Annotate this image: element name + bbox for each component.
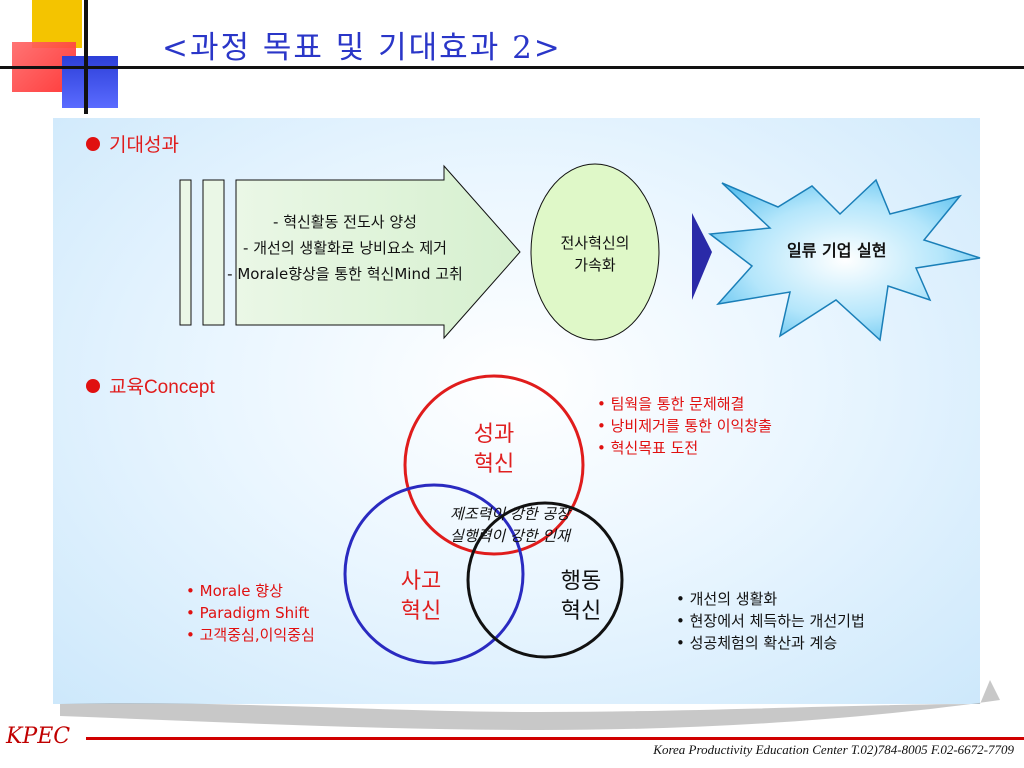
bullet-dot-icon xyxy=(86,136,100,151)
venn-label-line: 혁신 xyxy=(400,599,442,624)
footer-line xyxy=(86,737,1024,740)
core-line-2: 실행력이 강한 인재 xyxy=(450,527,570,545)
venn-label-thinking: 사고 혁신 xyxy=(381,567,461,627)
block-arrow xyxy=(235,164,521,340)
section-heading: 교육Concept xyxy=(109,377,215,398)
logo-yellow-square xyxy=(32,0,82,48)
venn-label-line: 성과 xyxy=(473,422,515,447)
acceleration-oval xyxy=(530,163,660,341)
venn-label-line: 사고 xyxy=(400,569,442,594)
arrow-line-3: - Morale향상을 통한 혁신Mind 고취 xyxy=(227,265,463,283)
arrow-stripe-1 xyxy=(179,179,192,326)
venn-label-line: 혁신 xyxy=(473,452,515,477)
list-item: 낭비제거를 통한 이익창출 xyxy=(597,415,772,437)
list-item: 혁신목표 도전 xyxy=(597,437,772,459)
slide-title: <과정 목표 및 기대효과 2> xyxy=(162,30,562,66)
logo-blue-square xyxy=(62,56,118,108)
section-expected-results: 기대성과 xyxy=(86,130,179,157)
venn-circle-thinking xyxy=(343,483,525,665)
title-underline xyxy=(0,66,1024,69)
oval-line-2: 가속화 xyxy=(574,256,616,274)
arrow-line-1: - 혁신활동 전도사 양성 xyxy=(273,213,417,231)
list-item: 개선의 생활화 xyxy=(676,588,865,610)
list-item: 고객중심,이익중심 xyxy=(186,624,315,646)
arrow-text-block: - 혁신활동 전도사 양성 - 개선의 생활화로 낭비요소 제거 - Moral… xyxy=(180,209,510,287)
core-line-1: 제조력이 강한 공장 xyxy=(450,505,570,523)
bottom-swoosh xyxy=(60,680,1000,730)
venn-label-line: 혁신 xyxy=(560,599,602,624)
venn-circle-performance xyxy=(403,374,585,556)
star-text: 일류 기업 실현 xyxy=(787,241,887,260)
list-item: Morale 향상 xyxy=(186,580,315,602)
venn-label-line: 행동 xyxy=(560,569,602,594)
list-item: Paradigm Shift xyxy=(186,602,315,624)
list-item: 현장에서 체득하는 개선기법 xyxy=(676,610,865,632)
venn-label-performance: 성과 혁신 xyxy=(454,420,534,480)
bullet-dot-icon xyxy=(86,378,100,393)
list-item: 팀웍을 통한 문제해결 xyxy=(597,393,772,415)
venn-core-text: 제조력이 강한 공장 실행력이 강한 인재 xyxy=(400,503,620,547)
footer-contact: Korea Productivity Education Center T.02… xyxy=(653,742,1014,757)
thinking-list: Morale 향상 Paradigm Shift 고객중심,이익중심 xyxy=(186,580,315,646)
arrow-line-2: - 개선의 생활화로 낭비요소 제거 xyxy=(243,239,447,257)
list-item: 성공체험의 확산과 계승 xyxy=(676,632,865,654)
footer-brand: KPEC xyxy=(6,724,71,749)
logo-vertical-line xyxy=(84,0,88,114)
action-list: 개선의 생활화 현장에서 체득하는 개선기법 성공체험의 확산과 계승 xyxy=(676,588,865,654)
arrow-stripe-2 xyxy=(202,179,225,326)
oval-text: 전사혁신의 가속화 xyxy=(541,232,649,276)
oval-line-1: 전사혁신의 xyxy=(560,234,630,252)
venn-circle-action xyxy=(466,501,624,659)
starburst-shape xyxy=(708,178,981,342)
section-heading: 기대성과 xyxy=(109,135,179,156)
triangle-pointer-icon xyxy=(692,213,712,300)
venn-label-action: 행동 혁신 xyxy=(541,567,621,627)
performance-list: 팀웍을 통한 문제해결 낭비제거를 통한 이익창출 혁신목표 도전 xyxy=(597,393,772,459)
section-education-concept: 교육Concept xyxy=(86,372,215,399)
